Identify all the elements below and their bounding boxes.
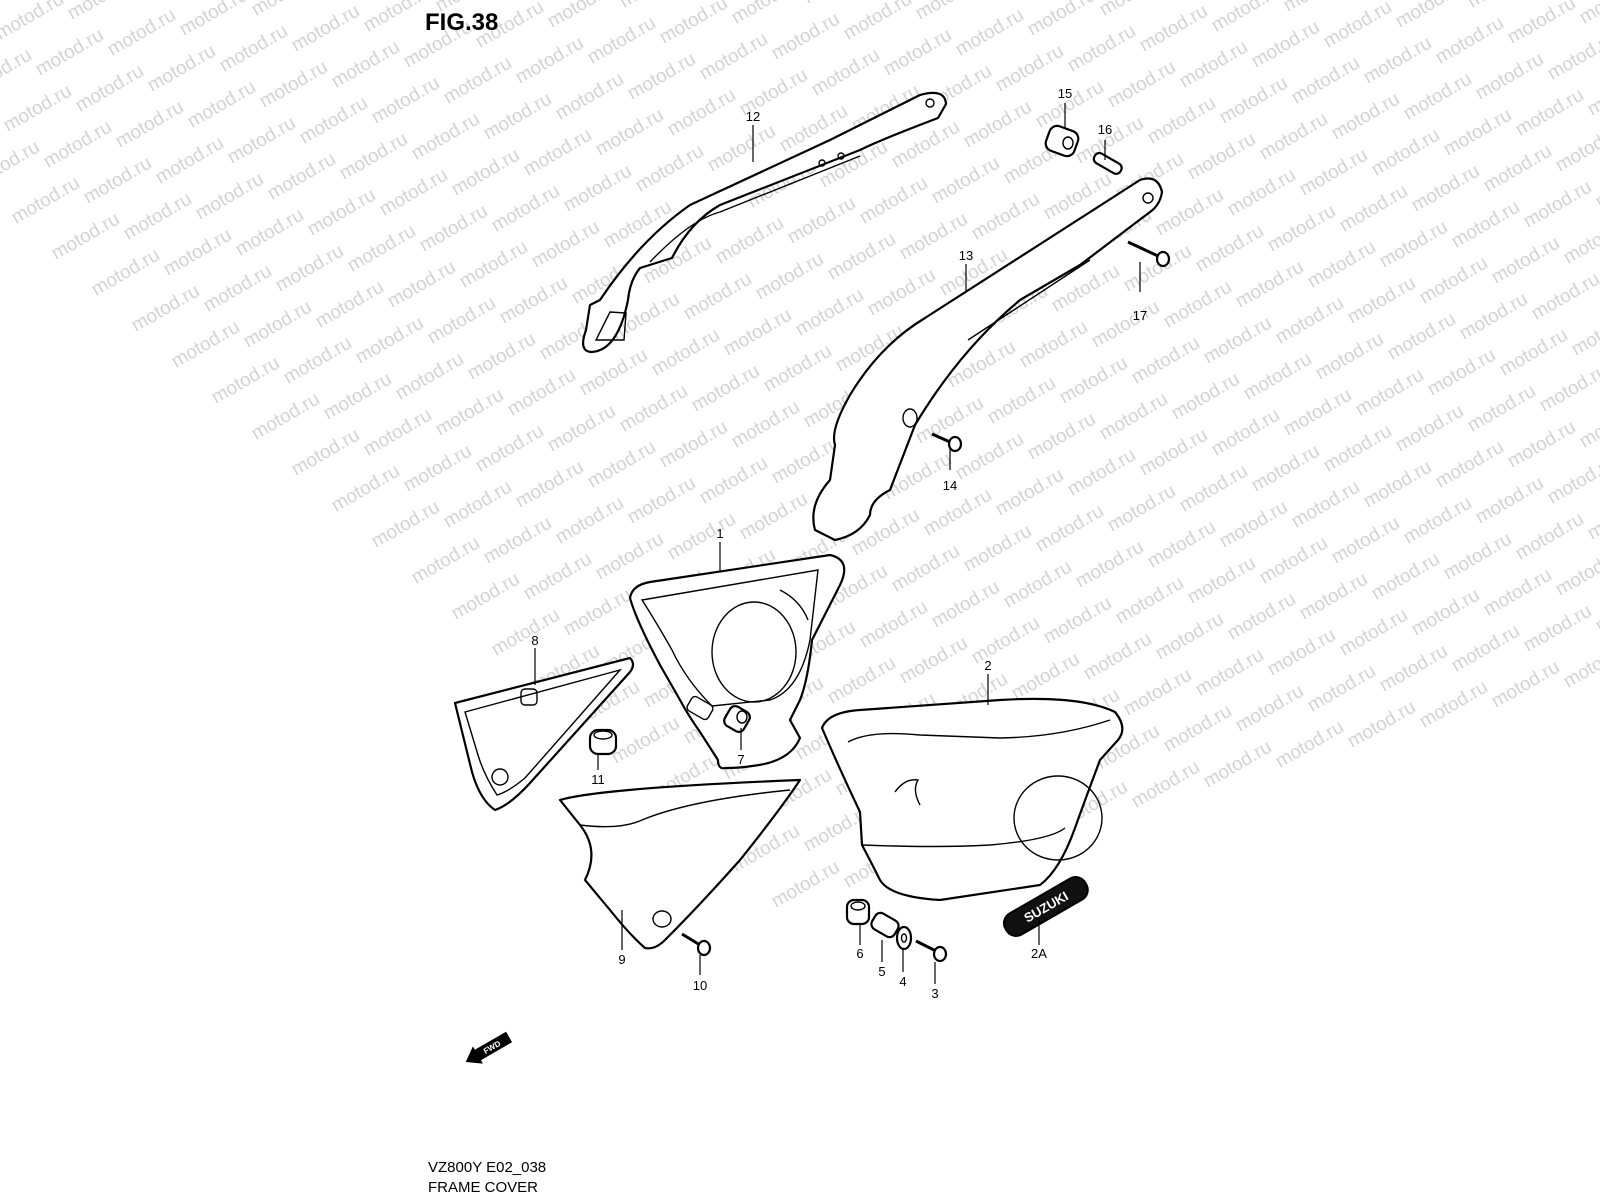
callout-9: 9: [618, 952, 625, 967]
callout-2: 2: [984, 658, 991, 673]
part-1-frame-side-cover: [628, 553, 846, 770]
part-13-rear-frame-cover: [812, 177, 1164, 542]
part-16-pin: [1092, 151, 1123, 175]
callout-8: 8: [531, 633, 538, 648]
part-4-washer: [895, 925, 913, 951]
callout-15: 15: [1058, 86, 1072, 101]
part-3-screw: [915, 939, 948, 963]
figure-title: FIG.38: [425, 9, 498, 36]
part-11-grommet: [588, 728, 618, 756]
callout-16: 16: [1098, 122, 1112, 137]
fwd-arrow-icon: FWD: [465, 1031, 513, 1064]
callout-3: 3: [931, 986, 938, 1001]
part-15-spacer: [1044, 124, 1080, 158]
part-10-screw: [681, 932, 712, 957]
figure-name: FRAME COVER: [428, 1179, 538, 1196]
part-9-lower-triangular-cover: [558, 778, 802, 950]
callout-17: 17: [1133, 308, 1147, 323]
part-2a-suzuki-emblem: SUZUKI: [1002, 876, 1089, 937]
part-12-upper-frame-cover: [581, 91, 948, 354]
part-7-grommet: [723, 705, 751, 733]
part-6-grommet: [845, 898, 871, 926]
callout-14: 14: [943, 478, 957, 493]
callout-labels: 1 2 2A 3 4 5 6 7 8 9 10 11 12 13 14 15 1…: [531, 86, 1147, 1001]
part-5-collar: [870, 911, 900, 939]
callout-4: 4: [899, 974, 906, 989]
callout-7: 7: [737, 752, 744, 767]
callout-12: 12: [746, 109, 760, 124]
callout-1: 1: [716, 526, 723, 541]
part-8-small-side-cover: [453, 656, 635, 812]
callout-10: 10: [693, 978, 707, 993]
part-14-screw: [931, 432, 963, 453]
callout-2a: 2A: [1031, 946, 1047, 961]
callout-6: 6: [856, 946, 863, 961]
callout-11: 11: [591, 772, 605, 787]
callout-13: 13: [959, 248, 973, 263]
part-17-screw: [1127, 240, 1171, 268]
leader-lines: [534, 103, 1141, 984]
figure-code: VZ800Y E02_038: [428, 1159, 546, 1176]
part-2-lower-frame-cover: [820, 697, 1124, 902]
callout-5: 5: [878, 964, 885, 979]
